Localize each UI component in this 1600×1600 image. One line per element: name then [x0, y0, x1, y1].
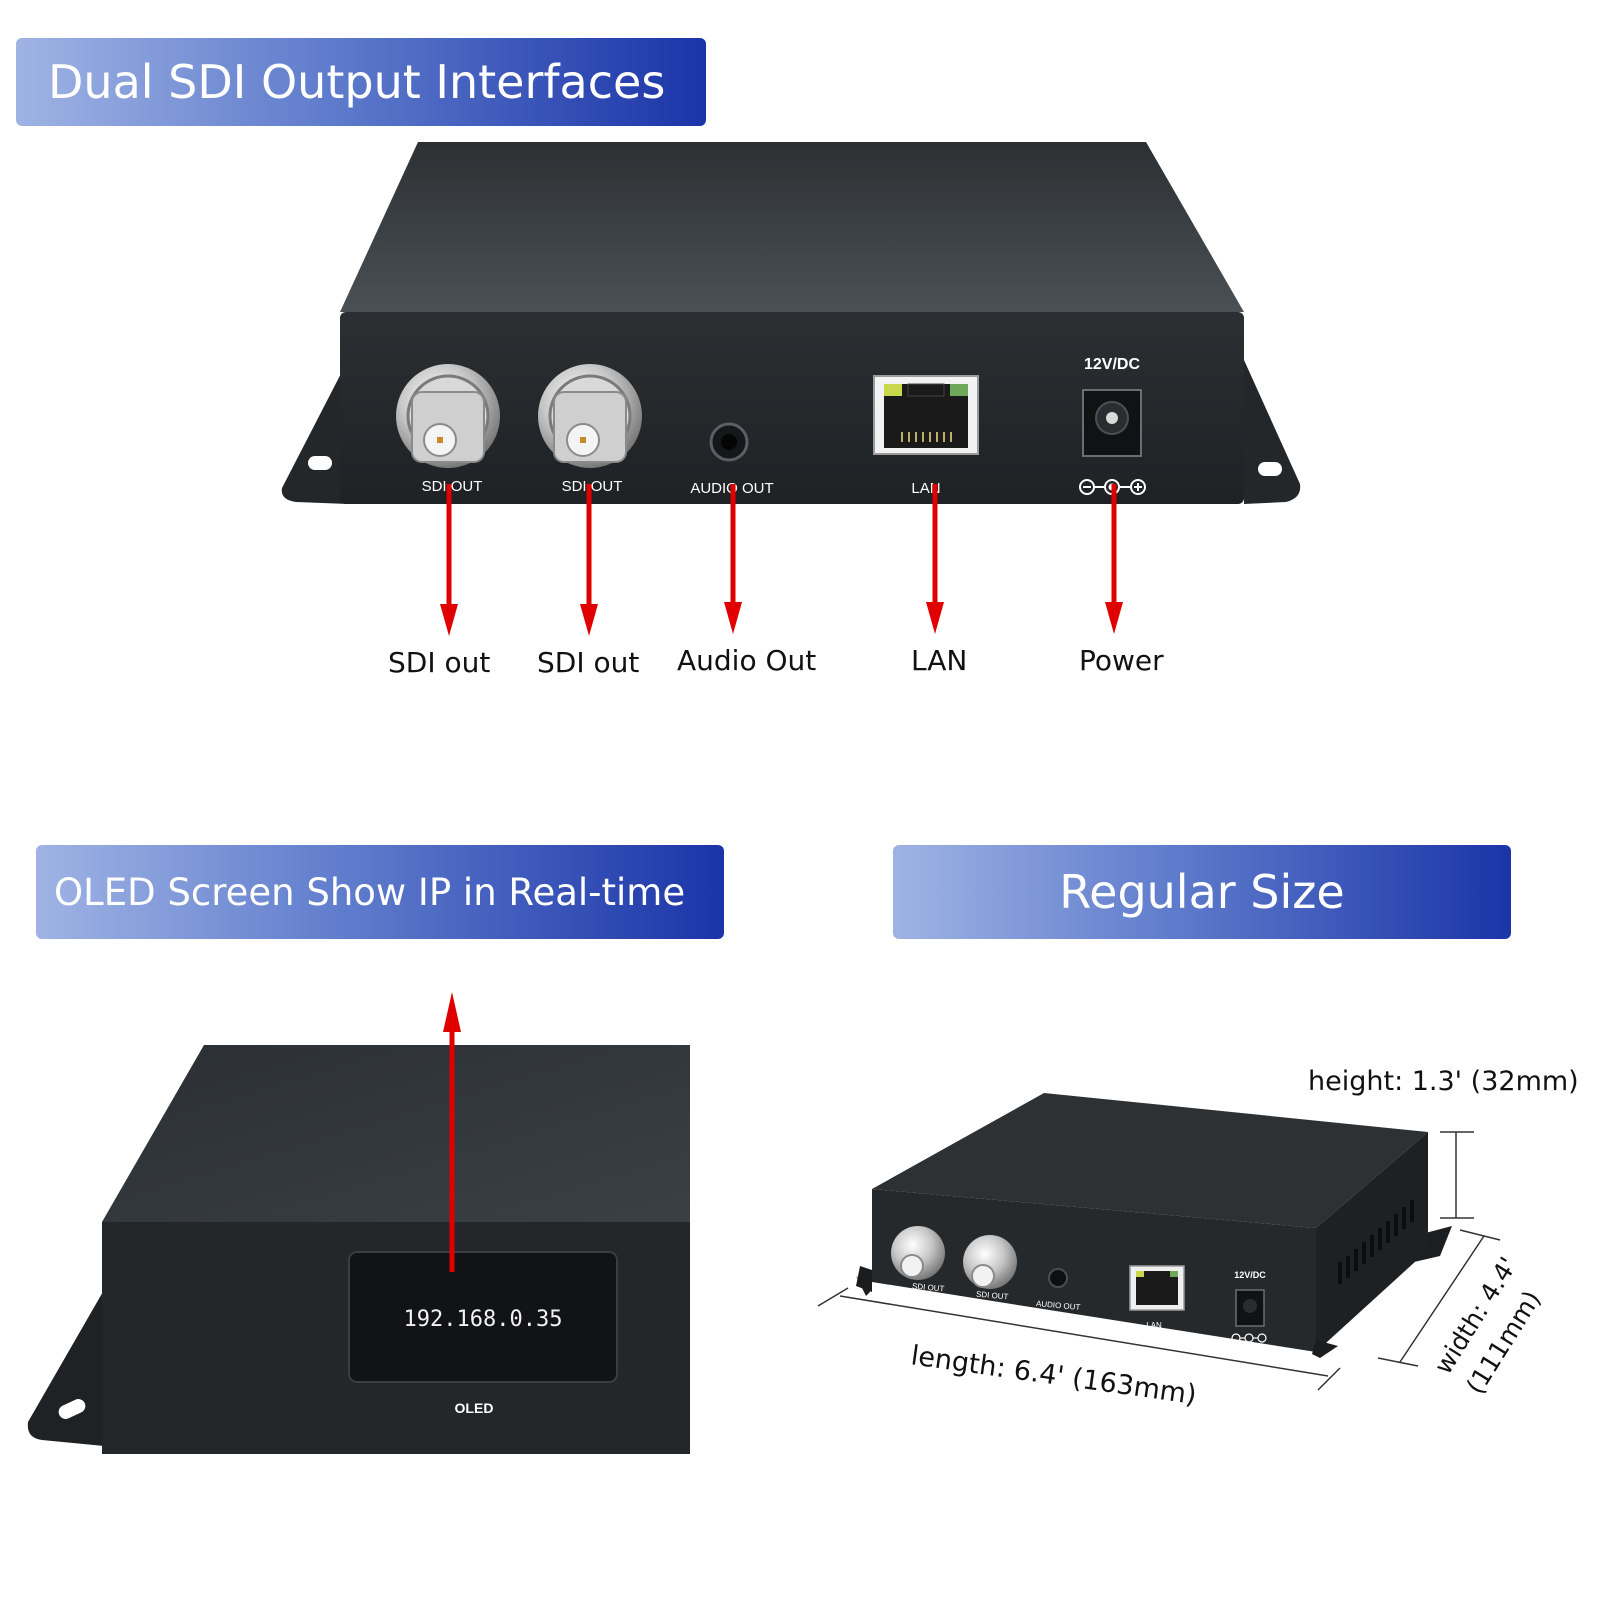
lan-port	[873, 375, 979, 455]
mini-label-power-rating: 12V/DC	[1234, 1270, 1266, 1280]
arrow-sdi-out-2	[580, 484, 598, 636]
callout-label-sdi-out-2: SDI out	[537, 646, 640, 679]
audio-jack	[709, 422, 749, 462]
mini-label-sdi-out-2: SDI OUT	[976, 1290, 1009, 1302]
dimension-lines	[817, 1131, 1501, 1391]
arrow-power	[1105, 484, 1123, 634]
panel-label-sdi-out-1: SDI OUT	[422, 478, 483, 495]
callout-label-audio-out: Audio Out	[677, 644, 817, 677]
oled-label: OLED	[455, 1400, 494, 1416]
mini-audio-jack	[1048, 1268, 1068, 1288]
mini-lan-port	[1129, 1265, 1185, 1311]
bnc-connector-2	[538, 364, 642, 468]
panel-label-sdi-out-2: SDI OUT	[562, 478, 623, 495]
width-dimension-line	[1377, 1229, 1501, 1367]
mini-label-sdi-out-1: SDI OUT	[912, 1282, 945, 1294]
length-label: length: 6.4' (163mm)	[909, 1340, 1198, 1411]
flange-hole-left	[308, 456, 332, 470]
callout-label-sdi-out-1: SDI out	[388, 646, 491, 679]
mini-dc-jack	[1235, 1289, 1265, 1327]
mini-polarity-icon	[1231, 1333, 1267, 1343]
mounting-flange-right	[1244, 360, 1301, 504]
arrow-oled-up	[443, 992, 461, 1272]
device-top	[340, 142, 1244, 312]
panel-label-power-rating: 12V/DC	[1084, 356, 1140, 373]
arrow-lan	[926, 484, 944, 634]
title-banner-dual-sdi: Dual SDI Output Interfaces	[16, 38, 706, 126]
dc-power-jack	[1082, 389, 1142, 457]
callout-label-lan: LAN	[911, 644, 968, 677]
size-device: 12V/DC LAN AUDIO OUT SDI OUT SDI OUT	[856, 1093, 1452, 1358]
height-label: height: 1.3' (32mm)	[1308, 1066, 1579, 1097]
bnc-connector-1	[396, 364, 500, 468]
oled-flange-hole	[58, 1399, 86, 1419]
title-banner-oled: OLED Screen Show IP in Real-time	[36, 845, 724, 939]
length-dimension-line	[817, 1287, 1341, 1391]
mini-label-audio-out: AUDIO OUT	[1036, 1299, 1081, 1312]
height-dimension-line	[1440, 1131, 1474, 1219]
oled-screen	[348, 1251, 618, 1383]
oled-device-top	[102, 1045, 690, 1222]
mini-label-lan: LAN	[1146, 1321, 1162, 1330]
oled-flange	[27, 1290, 104, 1446]
banner-text: Regular Size	[1059, 865, 1345, 919]
size-device-front	[872, 1189, 1316, 1352]
mounting-flange-left	[281, 360, 348, 504]
main-device: SDI OUT SDI OUT AUDIO OUT LAN 12V/DC	[281, 142, 1301, 504]
flange-hole-right	[1258, 462, 1282, 476]
oled-ip-text: 192.168.0.35	[404, 1307, 563, 1332]
callout-label-power: Power	[1079, 644, 1164, 677]
banner-text: OLED Screen Show IP in Real-time	[54, 870, 686, 914]
banner-text: Dual SDI Output Interfaces	[48, 55, 666, 109]
oled-device-closeup: 192.168.0.35 OLED	[27, 1045, 690, 1454]
callout-arrows	[440, 484, 1123, 636]
arrow-audio-out	[724, 484, 742, 634]
vent-holes	[1338, 1200, 1414, 1284]
title-banner-regular-size: Regular Size	[893, 845, 1511, 939]
arrow-sdi-out-1	[440, 484, 458, 636]
mini-bnc-1	[891, 1226, 945, 1280]
mini-bnc-2	[963, 1235, 1017, 1289]
size-device-top	[872, 1093, 1428, 1228]
